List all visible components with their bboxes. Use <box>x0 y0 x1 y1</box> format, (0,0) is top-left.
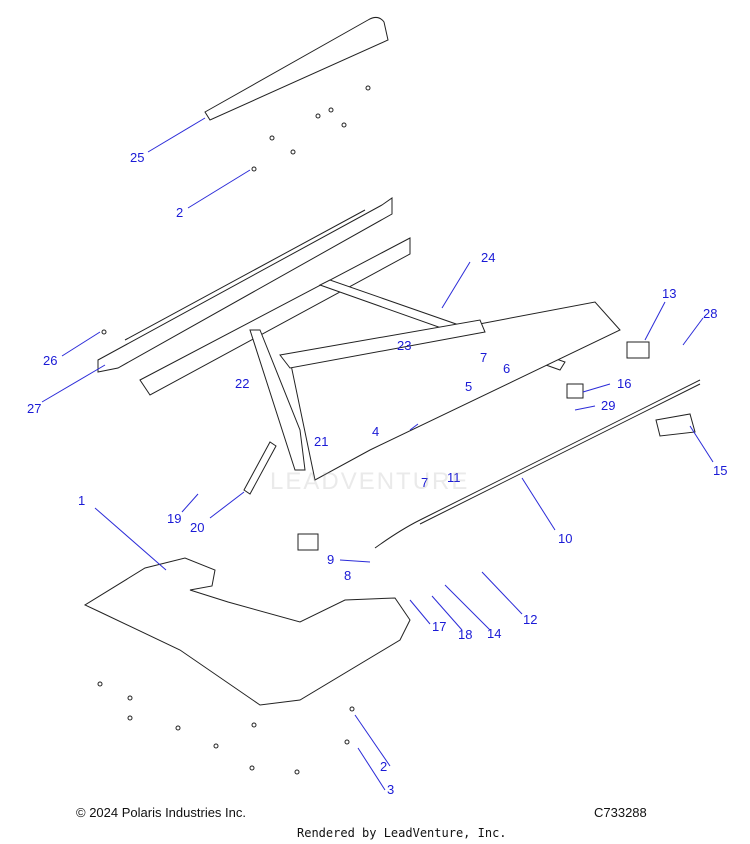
callout-15[interactable]: 15 <box>713 463 728 478</box>
callout-4[interactable]: 4 <box>372 424 380 439</box>
callout-1[interactable]: 1 <box>78 493 86 508</box>
callout-17[interactable]: 17 <box>432 619 447 634</box>
callout-25[interactable]: 25 <box>130 150 145 165</box>
callout-3[interactable]: 3 <box>387 782 395 797</box>
callout-5[interactable]: 5 <box>465 379 473 394</box>
part-27-rail <box>97 197 393 373</box>
callout-21[interactable]: 21 <box>314 434 329 449</box>
callout-6[interactable]: 6 <box>503 361 511 376</box>
callout-9[interactable]: 9 <box>327 552 335 567</box>
callout-26[interactable]: 26 <box>43 353 58 368</box>
callout-12[interactable]: 12 <box>523 612 538 627</box>
diagram-id: C733288 <box>594 805 647 820</box>
callout-24[interactable]: 24 <box>481 250 496 265</box>
callout-8[interactable]: 8 <box>344 568 352 583</box>
callout-28[interactable]: 28 <box>703 306 718 321</box>
watermark: LEADVENTURE <box>270 468 470 495</box>
callout-14[interactable]: 14 <box>487 626 502 641</box>
callout-18[interactable]: 18 <box>458 627 473 642</box>
callout-2-bottom[interactable]: 2 <box>380 759 388 774</box>
callout-2[interactable]: 2 <box>176 205 184 220</box>
callout-19[interactable]: 19 <box>167 511 182 526</box>
callout-23[interactable]: 23 <box>397 338 412 353</box>
callout-16[interactable]: 16 <box>617 376 632 391</box>
part-1-skid-plate <box>83 557 411 706</box>
part-10-cable <box>374 379 701 549</box>
callout-29[interactable]: 29 <box>601 398 616 413</box>
rendered-by-text: Rendered by LeadVenture, Inc. <box>297 826 507 840</box>
fasteners-top <box>251 85 371 172</box>
callout-13[interactable]: 13 <box>662 286 677 301</box>
callout-7[interactable]: 7 <box>480 350 488 365</box>
callout-22[interactable]: 22 <box>235 376 250 391</box>
part-25-panel <box>204 16 389 121</box>
callout-7-lower[interactable]: 7 <box>421 475 429 490</box>
callout-27[interactable]: 27 <box>27 401 42 416</box>
copyright-text: © 2024 Polaris Industries Inc. <box>76 805 246 820</box>
callout-20[interactable]: 20 <box>190 520 205 535</box>
part-20-strut <box>243 441 277 495</box>
callout-10[interactable]: 10 <box>558 531 573 546</box>
part-24-frame <box>139 237 621 481</box>
callout-11[interactable]: 11 <box>447 470 461 485</box>
leader-lines <box>41 117 714 791</box>
